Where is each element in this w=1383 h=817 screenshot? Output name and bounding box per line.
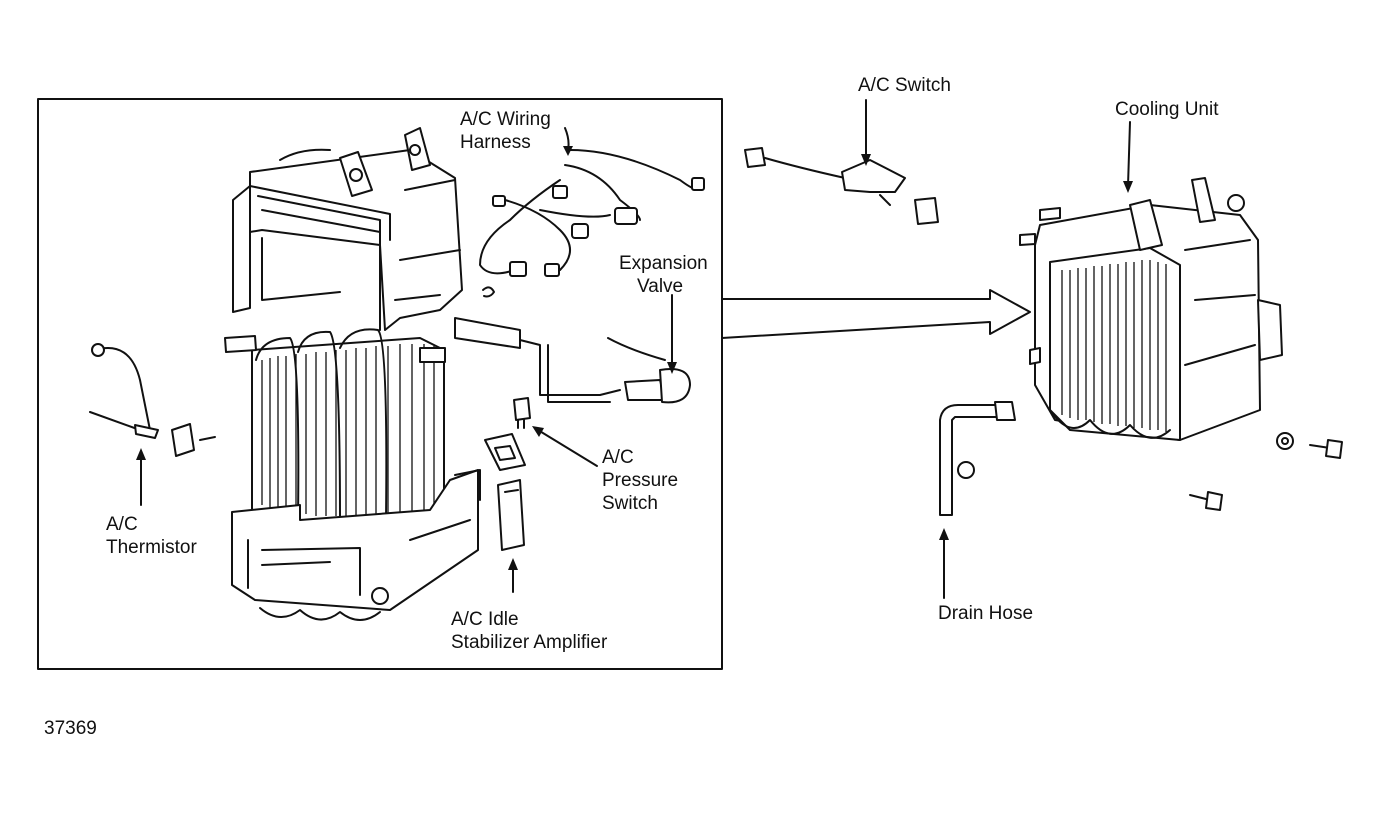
- fasteners: [957, 194, 1343, 511]
- label-ac-thermistor: A/C Thermistor: [106, 514, 197, 558]
- ac-thermistor: [89, 343, 216, 457]
- drain-hose: [939, 401, 1016, 516]
- ac-wiring-harness: [479, 149, 705, 298]
- upper-case: [232, 127, 463, 331]
- ac-switch-part: [744, 147, 939, 225]
- leader-lines: [136, 99, 1133, 599]
- refrigerant-line: [454, 317, 691, 404]
- evaporator-core: [224, 328, 446, 523]
- exploded-view-frame: [37, 98, 723, 670]
- label-cooling-unit: Cooling Unit: [1115, 99, 1219, 120]
- label-expansion-valve: Expansion Valve: [619, 253, 708, 297]
- label-ac-wiring-harness: A/C Wiring Harness: [460, 109, 551, 153]
- transfer-arrow: [721, 289, 1031, 339]
- cooling-unit-assembly: [1019, 177, 1283, 441]
- label-drain-hose: Drain Hose: [938, 603, 1034, 624]
- ac-idle-stabilizer-amplifier: [484, 433, 526, 551]
- lower-case: [231, 469, 481, 621]
- figure-number: 37369: [44, 718, 97, 739]
- label-ac-idle-stabilizer-amplifier: A/C Idle Stabilizer Amplifier: [451, 609, 608, 653]
- ac-pressure-switch: [513, 397, 531, 429]
- label-ac-pressure-switch: A/C Pressure Switch: [602, 447, 679, 514]
- label-ac-switch: A/C Switch: [858, 75, 951, 96]
